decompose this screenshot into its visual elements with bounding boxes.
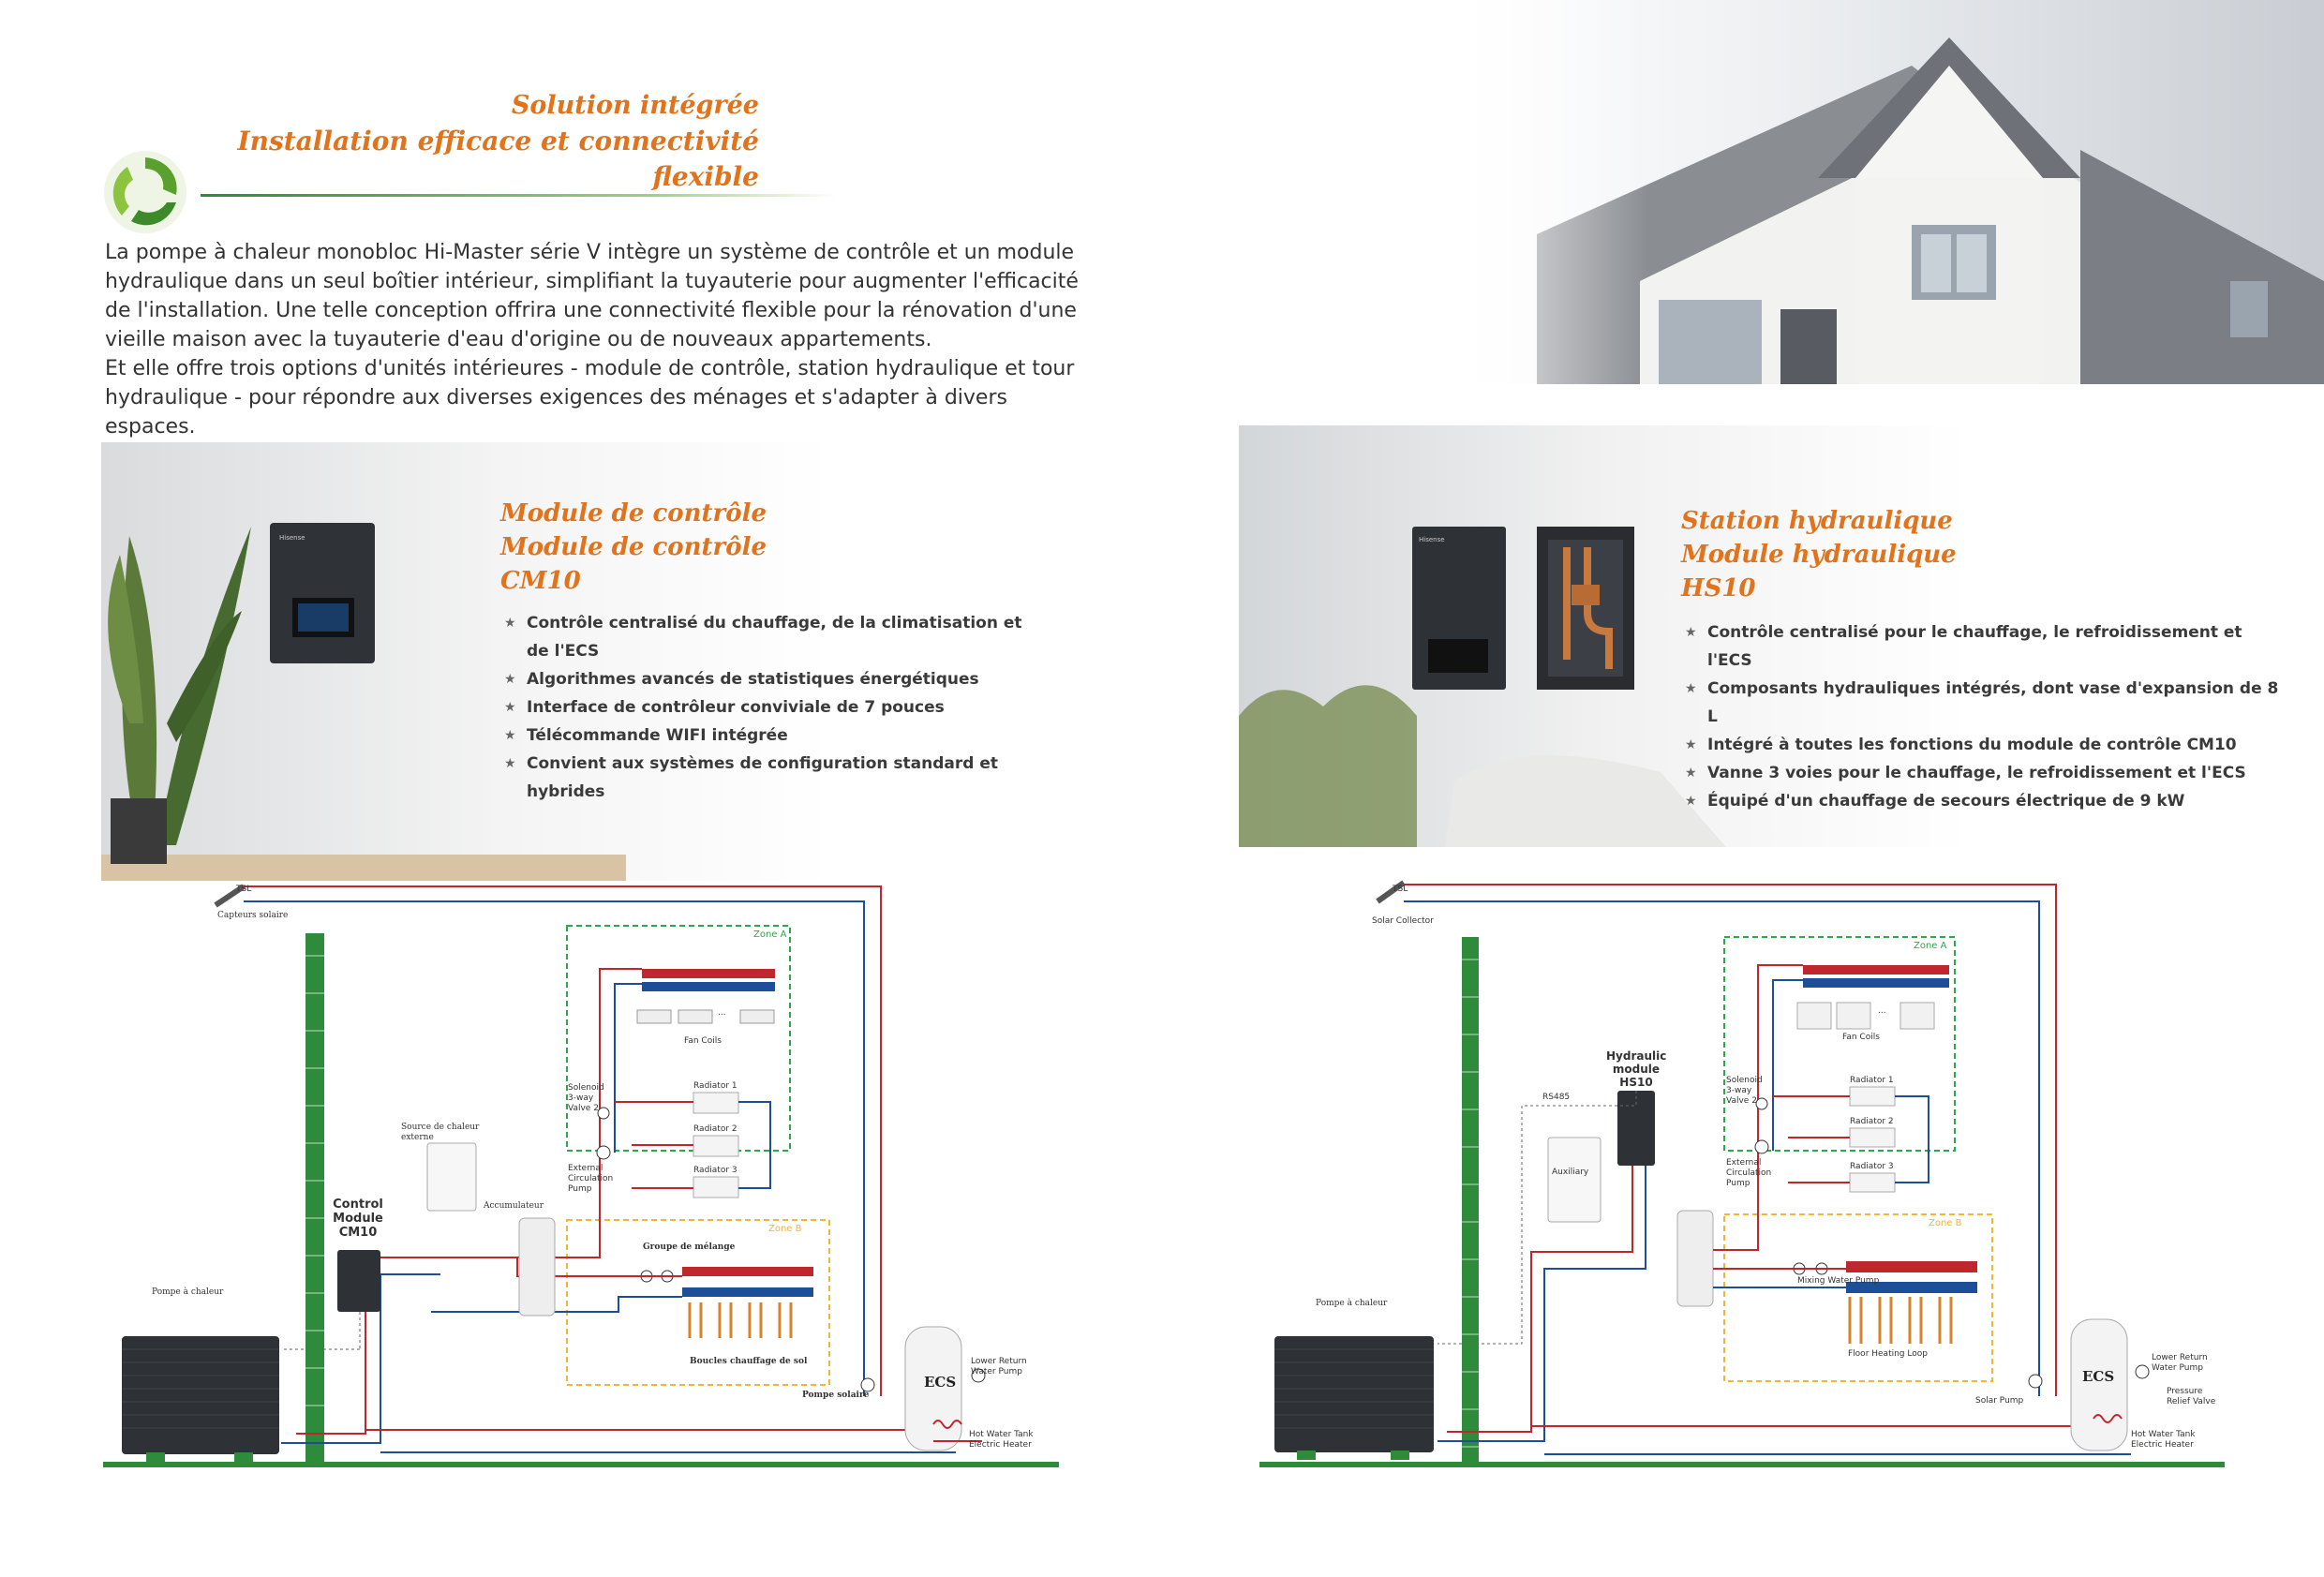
hs10-feature-1: Composants hydrauliques intégrés, dont v… bbox=[1707, 679, 2279, 726]
cm10-title: Module de contrôle bbox=[500, 499, 767, 528]
list-item: ★ Télécommande WIFI intégrée bbox=[504, 722, 1029, 750]
star-icon: ★ bbox=[1685, 681, 1697, 696]
tsl-label: TSL bbox=[1393, 885, 1408, 894]
cm10-feature-0: Contrôle centralisé du chauffage, de la … bbox=[527, 614, 1022, 661]
mixing-group-label: Groupe de mélange bbox=[643, 1242, 736, 1252]
tsl-label: TSL bbox=[236, 885, 252, 894]
hs10-title: Station hydraulique bbox=[1681, 507, 1953, 535]
cm10-photo: Hisense bbox=[101, 442, 832, 881]
hydraulic-module-label: Hydraulic module HS10 bbox=[1606, 1049, 1667, 1089]
diagram-hs10: TSL Solar Collector Zone A Zone B Fan Co… bbox=[1250, 875, 2225, 1484]
rs485-label: RS485 bbox=[1542, 1093, 1571, 1102]
logo bbox=[101, 148, 189, 236]
hs10-brand: Hisense bbox=[1419, 536, 1445, 543]
ecs-label: ECS bbox=[924, 1374, 957, 1391]
cm10-device bbox=[270, 523, 375, 663]
cm10-feature-list: ★ Contrôle centralisé du chauffage, de la… bbox=[504, 609, 1029, 806]
solar-pump-label: Pompe solaire bbox=[802, 1391, 870, 1400]
list-item: ★ Intégré à toutes les fonctions du modul… bbox=[1685, 731, 2285, 759]
list-item: ★ Contrôle centralisé du chauffage, de la… bbox=[504, 609, 1029, 665]
hs10-feature-list: ★ Contrôle centralisé pour le chauffage, … bbox=[1685, 618, 2285, 815]
recycle-swirl-icon bbox=[104, 151, 186, 233]
hs10-heading: Station hydraulique Module hydraulique H… bbox=[1681, 504, 2019, 605]
dots-label: ... bbox=[1878, 1006, 1886, 1016]
hs10-feature-4: Équipé d'un chauffage de secours électri… bbox=[1707, 792, 2185, 811]
heat-pump-label: Pompe à chaleur bbox=[1316, 1299, 1388, 1308]
hot-water-label: Hot Water Tank Electric Heater bbox=[2131, 1430, 2196, 1450]
floor-loop-label: Floor Heating Loop bbox=[1848, 1349, 1928, 1359]
accumulator-label: Accumulateur bbox=[484, 1201, 544, 1211]
ecs-label: ECS bbox=[2082, 1368, 2115, 1385]
cm10-brand: Hisense bbox=[279, 534, 305, 542]
fan-coils-label: Fan Coils bbox=[1842, 1033, 1880, 1042]
list-item: ★ Algorithmes avancés de statistiques éne… bbox=[504, 665, 1029, 693]
star-icon: ★ bbox=[1685, 766, 1697, 781]
star-icon: ★ bbox=[504, 616, 516, 631]
cm10-feature-3: Télécommande WIFI intégrée bbox=[527, 726, 788, 745]
solenoid-label: Solenoid 3-way Valve 2 bbox=[568, 1083, 604, 1113]
list-item: ★ Contrôle centralisé pour le chauffage, … bbox=[1685, 618, 2285, 675]
intro-paragraph-2: Et elle offre trois options d'unités int… bbox=[105, 357, 1075, 439]
solenoid-label: Solenoid 3-way Valve 2 bbox=[1726, 1076, 1763, 1106]
intro-paragraph-1: La pompe à chaleur monobloc Hi-Master sé… bbox=[105, 241, 1079, 351]
hs10-feature-0: Contrôle centralisé pour le chauffage, l… bbox=[1707, 623, 2242, 670]
star-icon: ★ bbox=[504, 700, 516, 715]
diagram-cm10: TSL Capteurs solaire Zone A Zone B Fan C… bbox=[94, 871, 1068, 1480]
star-icon: ★ bbox=[504, 672, 516, 687]
cm10-subtitle: Module de contrôle CM10 bbox=[500, 533, 767, 595]
zone-b-label: Zone B bbox=[1929, 1218, 1962, 1228]
zone-b-label: Zone B bbox=[768, 1224, 802, 1234]
zone-a-label: Zone A bbox=[753, 930, 787, 940]
title-line-1: Solution intégrée bbox=[511, 91, 759, 120]
dots-label: ... bbox=[718, 1008, 726, 1018]
list-item: ★ Équipé d'un chauffage de secours électr… bbox=[1685, 787, 2285, 815]
ext-source-label: Source de chaleur externe bbox=[401, 1123, 480, 1142]
solar-pump-label: Solar Pump bbox=[1975, 1396, 2024, 1406]
fan-coils-label: Fan Coils bbox=[684, 1036, 722, 1046]
cm10-heading: Module de contrôle Module de contrôle CM… bbox=[500, 497, 838, 598]
cm10-feature-1: Algorithmes avancés de statistiques éner… bbox=[527, 670, 979, 689]
heat-pump-label: Pompe à chaleur bbox=[152, 1287, 224, 1297]
hot-water-label: Hot Water Tank Electric Heater bbox=[969, 1430, 1034, 1450]
radiator-1-label: Radiator 1 bbox=[1850, 1076, 1894, 1085]
solar-label: Capteurs solaire bbox=[217, 911, 289, 920]
lower-return-label: Lower Return Water Pump bbox=[2152, 1353, 2208, 1373]
zone-a-label: Zone A bbox=[1914, 941, 1947, 951]
star-icon: ★ bbox=[1685, 625, 1697, 640]
list-item: ★ Convient aux systèmes de configuration … bbox=[504, 750, 1029, 806]
cm10-feature-2: Interface de contrôleur conviviale de 7 … bbox=[527, 698, 945, 717]
ext-pump-label: External Circulation Pump bbox=[568, 1164, 614, 1194]
solar-label: Solar Collector bbox=[1372, 916, 1434, 926]
title-line-2: Installation efficace et connectivité fl… bbox=[237, 126, 760, 192]
hs10-feature-2: Intégré à toutes les fonctions du module… bbox=[1707, 736, 2237, 754]
radiator-2-label: Radiator 2 bbox=[1850, 1117, 1894, 1126]
house-photo bbox=[1424, 0, 2324, 384]
floor-loops-label: Boucles chauffage de sol bbox=[690, 1357, 808, 1366]
star-icon: ★ bbox=[504, 728, 516, 743]
star-icon: ★ bbox=[1685, 794, 1697, 809]
hs10-subtitle: Module hydraulique HS10 bbox=[1681, 541, 1957, 603]
list-item: ★ Vanne 3 voies pour le chauffage, le ref… bbox=[1685, 759, 2285, 787]
star-icon: ★ bbox=[1685, 737, 1697, 752]
hs10-feature-3: Vanne 3 voies pour le chauffage, le refr… bbox=[1707, 764, 2246, 782]
radiator-3-label: Radiator 3 bbox=[1850, 1162, 1894, 1171]
hs10-photo: Hisense bbox=[1239, 425, 1970, 847]
ext-pump-label: External Circulation Pump bbox=[1726, 1158, 1772, 1188]
page-title: Solution intégrée Installation efficace … bbox=[187, 88, 760, 195]
title-underline bbox=[201, 194, 838, 197]
auxiliary-label: Auxiliary bbox=[1552, 1168, 1589, 1177]
list-item: ★ Composants hydrauliques intégrés, dont … bbox=[1685, 675, 2285, 731]
intro-text: La pompe à chaleur monobloc Hi-Master sé… bbox=[105, 238, 1080, 441]
control-module-label: Control Module CM10 bbox=[333, 1198, 383, 1240]
radiator-3-label: Radiator 3 bbox=[693, 1166, 737, 1175]
radiator-2-label: Radiator 2 bbox=[693, 1124, 737, 1134]
cm10-feature-4: Convient aux systèmes de configuration s… bbox=[527, 754, 999, 801]
mixing-pump-label: Mixing Water Pump bbox=[1797, 1276, 1880, 1286]
star-icon: ★ bbox=[504, 756, 516, 771]
lower-return-label: Lower Return Water Pump bbox=[971, 1357, 1027, 1376]
pressure-relief-label: Pressure Relief Valve bbox=[2167, 1387, 2216, 1406]
radiator-1-label: Radiator 1 bbox=[693, 1081, 737, 1091]
list-item: ★ Interface de contrôleur conviviale de 7… bbox=[504, 693, 1029, 722]
